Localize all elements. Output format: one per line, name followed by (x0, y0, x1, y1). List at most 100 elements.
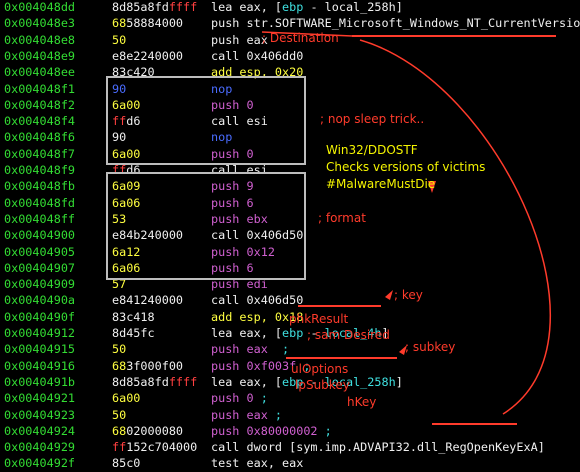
instruction-bytes: 6802000080 (112, 423, 183, 440)
instruction-segment: ebp (282, 326, 304, 340)
instruction-bytes: 83c420 (112, 64, 155, 81)
instruction-segment: push 0 (211, 146, 254, 161)
instruction-segment: ; (267, 407, 290, 422)
instruction-text: push 0 (211, 146, 254, 163)
instruction-segment: push 0 (211, 97, 254, 112)
byte-segment: 6a00 (112, 391, 141, 406)
instruction-segment: call esi (211, 114, 268, 129)
instruction-text: add esp, 0x20 (211, 64, 303, 81)
byte-segment: ffff (168, 0, 198, 14)
instruction-segment: push 9 (211, 179, 254, 194)
instruction-row[interactable]: 0x00404929 ff152c704000 call dword [sym.im… (0, 439, 580, 456)
instruction-segment: ; (296, 358, 318, 373)
instruction-bytes: 85c0 (112, 455, 140, 472)
instruction-address: 0x00404924 (4, 423, 76, 438)
instruction-bytes: e84b240000 (112, 227, 183, 244)
instruction-address: 0x004048e9 (4, 48, 76, 63)
byte-segment: 6a09 (112, 179, 141, 194)
nop-sleep-box (106, 76, 306, 165)
instruction-address: 0x00404907 (4, 260, 76, 275)
instruction-address: 0x004048f4 (4, 114, 76, 129)
instruction-text: push 9 (211, 178, 254, 195)
instruction-text: call esi (211, 113, 268, 130)
format-call-box (106, 172, 306, 280)
instruction-text: push str.SOFTWARE_Microsoft_Windows_NT_C… (211, 15, 580, 32)
instruction-text: nop (211, 81, 232, 98)
instruction-address: 0x00404929 (4, 440, 76, 455)
instruction-segment: push 0 (211, 391, 254, 406)
nop-sleep-note: ; nop sleep trick.. (320, 112, 425, 126)
instruction-address: 0x00404921 (4, 391, 76, 406)
byte-segment: 90 (112, 130, 127, 145)
instruction-bytes: 57 (112, 276, 126, 293)
byte-segment: 83c418 (112, 309, 155, 324)
instruction-address: 0x004048dd (4, 0, 76, 14)
ul-options-note: ulOptions (291, 362, 349, 376)
phk-result-note: phkResult (289, 312, 349, 326)
byte-segment: 3f000f00 (126, 358, 184, 373)
byte-segment: 50 (112, 407, 127, 422)
byte-segment: ff (112, 440, 127, 455)
instruction-segment: - (303, 374, 325, 389)
instruction-segment: lea eax, [ (211, 0, 283, 14)
byte-segment: 8d45fc (112, 326, 155, 340)
instruction-address: 0x00404915 (4, 342, 76, 357)
instruction-segment: call dword [sym.imp.ADVAPI32.dll_RegOpen… (211, 440, 545, 455)
instruction-address: 0x004048fb (4, 179, 76, 194)
instruction-bytes: ffd6 (112, 113, 140, 130)
instruction-text: call 0x406d50 (211, 227, 303, 244)
byte-segment: 90 (112, 81, 127, 96)
instruction-text: push 0x12 (211, 244, 275, 261)
instruction-bytes: 6a00 (112, 390, 140, 407)
byte-segment: 6a06 (112, 260, 141, 275)
instruction-address: 0x004048f9 (4, 163, 76, 177)
byte-segment: 58884000 (126, 16, 184, 31)
instruction-text: call 0x406dd0 (211, 48, 303, 65)
instruction-segment: test eax, eax (211, 456, 304, 471)
instruction-text: push 6 (211, 195, 254, 212)
info-line-1: Win32/DDOSTF (326, 143, 418, 157)
byte-segment: 6a00 (112, 146, 141, 161)
instruction-segment: push (211, 32, 247, 47)
instruction-row[interactable]: 0x004048f4 ffd6 call esi (0, 113, 580, 130)
instruction-address: 0x004048f2 (4, 97, 76, 112)
instruction-bytes: ff152c704000 (112, 439, 197, 456)
byte-segment: 02000080 (126, 423, 184, 438)
hkey-note: hKey (347, 395, 377, 409)
instruction-segment: lea eax, [ (211, 326, 283, 340)
instruction-row[interactable]: 0x004048fb 6a09 push 9 (0, 178, 580, 195)
byte-segment: 85c0 (112, 456, 141, 471)
instruction-bytes: 90 (112, 129, 126, 146)
instruction-segment: nop (211, 81, 233, 96)
instruction-segment: ebp (282, 0, 304, 14)
instruction-segment: push edi (211, 277, 268, 292)
instruction-bytes: 6a06 (112, 260, 140, 277)
sam-desired-note: ; sam Desired (307, 328, 390, 342)
instruction-bytes: 6a09 (112, 178, 140, 195)
